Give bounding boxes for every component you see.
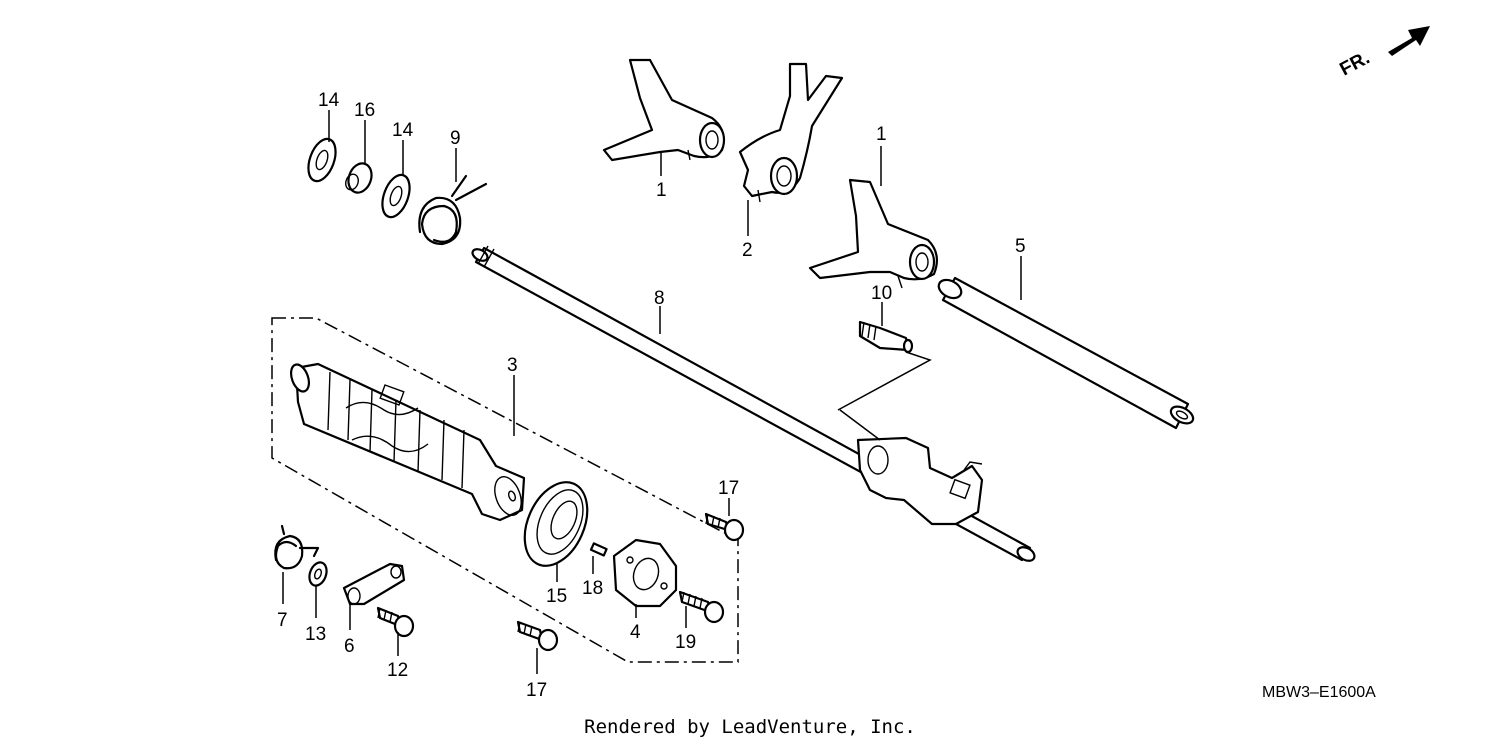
callout-10: 10 bbox=[871, 283, 892, 304]
callout-17-lower: 17 bbox=[526, 680, 547, 701]
front-direction-indicator: FR. bbox=[1336, 26, 1430, 80]
part-16-collar bbox=[345, 162, 373, 194]
part-1-shift-fork-left bbox=[602, 58, 726, 162]
callout-16: 16 bbox=[354, 100, 375, 121]
part-13-washer bbox=[308, 561, 328, 587]
callout-14-right: 14 bbox=[392, 120, 414, 141]
part-12-bolt bbox=[376, 606, 415, 638]
callout-15: 15 bbox=[546, 586, 567, 607]
part-6-stopper-arm bbox=[342, 562, 406, 606]
front-direction-label: FR. bbox=[1336, 48, 1373, 81]
callout-4: 4 bbox=[630, 622, 641, 643]
front-arrow-icon bbox=[1388, 26, 1430, 56]
callout-19: 19 bbox=[675, 632, 696, 653]
part-14-washer-left bbox=[307, 137, 337, 183]
render-credit: Rendered by LeadVenture, Inc. bbox=[584, 716, 916, 738]
part-4-drum-center bbox=[612, 538, 678, 608]
part-17-bolt-upper bbox=[704, 512, 745, 542]
part-8-shift-arm bbox=[856, 436, 984, 526]
callout-17-upper: 17 bbox=[718, 478, 739, 499]
callout-labels: 14 16 14 9 1 2 1 5 8 10 3 17 15 18 4 19 … bbox=[277, 90, 1026, 701]
part-18-dowel-pin bbox=[589, 542, 608, 557]
callout-18: 18 bbox=[582, 578, 603, 599]
part-19-bolt bbox=[678, 590, 725, 624]
callout-14-left: 14 bbox=[318, 90, 340, 111]
part-2-shift-fork-center bbox=[738, 62, 844, 203]
callout-3: 3 bbox=[507, 355, 518, 376]
part-15-bearing bbox=[523, 481, 589, 567]
callout-13: 13 bbox=[305, 624, 326, 645]
callout-1-left: 1 bbox=[656, 180, 667, 201]
part-10-guide-pin bbox=[858, 320, 914, 354]
part-3-shift-drum bbox=[289, 362, 526, 522]
callout-1-right: 1 bbox=[876, 124, 887, 145]
leader-lines bbox=[282, 110, 1022, 674]
callout-6: 6 bbox=[344, 636, 355, 657]
part-7-stopper-spring bbox=[274, 524, 320, 570]
part-14-washer-right bbox=[381, 173, 411, 219]
callout-5: 5 bbox=[1015, 236, 1026, 257]
part-5-fork-shaft bbox=[937, 276, 1195, 430]
part-17-bolt-lower bbox=[516, 620, 559, 652]
callout-12: 12 bbox=[387, 660, 408, 681]
part-9-return-spring bbox=[418, 174, 488, 246]
part-1-shift-fork-right bbox=[808, 178, 939, 289]
diagram-code: MBW3–E1600A bbox=[1262, 684, 1376, 701]
callout-8: 8 bbox=[654, 288, 665, 309]
callout-2: 2 bbox=[742, 240, 753, 261]
callout-9: 9 bbox=[450, 128, 461, 149]
callout-7: 7 bbox=[277, 610, 288, 631]
drum-assembly-outline bbox=[271, 317, 739, 663]
